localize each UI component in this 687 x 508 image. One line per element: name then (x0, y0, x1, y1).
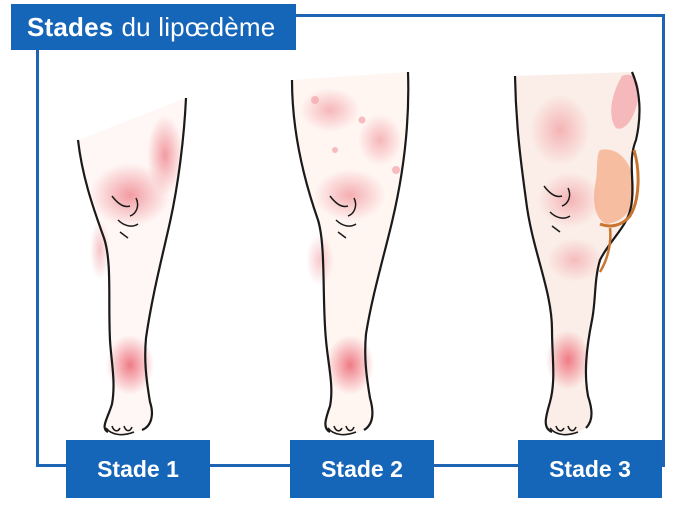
stage-2-label: Stade 2 (290, 440, 434, 498)
leg-stage-3 (515, 72, 639, 435)
leg-stage-1 (78, 98, 186, 435)
leg-stage-2 (292, 72, 408, 435)
stage-1-label: Stade 1 (66, 440, 210, 498)
stage-3-label: Stade 3 (518, 440, 662, 498)
